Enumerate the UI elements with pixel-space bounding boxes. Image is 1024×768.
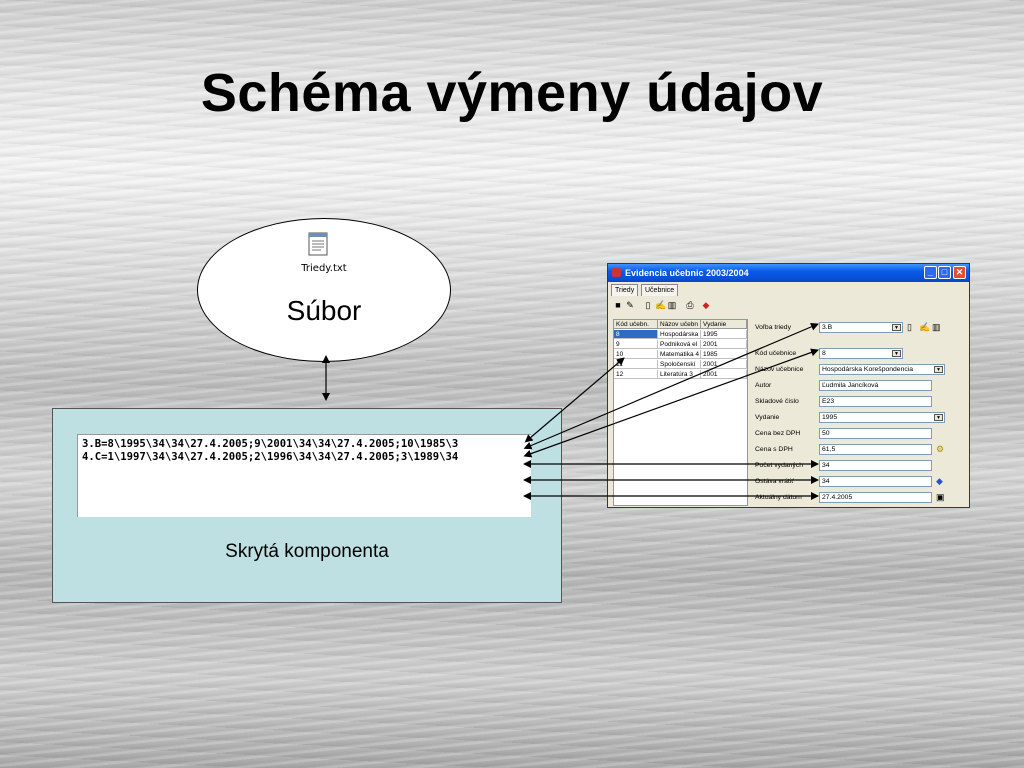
- price-without-vat-field[interactable]: 50: [819, 428, 932, 439]
- tab-ucebnice[interactable]: Učebnice: [641, 284, 679, 296]
- class-select-value: 3.B: [822, 324, 833, 331]
- grid-cell: 2001: [701, 360, 747, 369]
- title-select-value: Hospodárska Korešpondencia: [822, 366, 914, 373]
- file-name: Triedy.txt: [301, 263, 347, 274]
- label-volba-triedy: Voľba triedy: [755, 324, 791, 331]
- save-icon[interactable]: ▣: [936, 492, 945, 502]
- table-row[interactable]: 8 Hospodárska 1995: [614, 330, 747, 340]
- grid-cell: 1995: [701, 330, 747, 339]
- hidden-component-label: Skrytá komponenta: [225, 541, 389, 562]
- calculator-icon[interactable]: ⚙: [936, 444, 945, 454]
- label-aktualny-datum: Aktuálny dátum: [755, 494, 802, 501]
- app-icon: [612, 268, 621, 277]
- stock-number-field[interactable]: E23: [819, 396, 932, 407]
- close-button[interactable]: ✕: [953, 266, 966, 279]
- issued-count-field[interactable]: 34: [819, 460, 932, 471]
- title-select[interactable]: Hospodárska Korešpondencia ▼: [819, 364, 945, 375]
- new-icon[interactable]: ▯: [907, 322, 912, 332]
- grid-cell: 11: [614, 360, 658, 369]
- grid-column-header[interactable]: Názov učebn: [658, 320, 701, 329]
- open-icon[interactable]: ✎: [626, 300, 634, 310]
- label-kod-ucebnice: Kód učebnice: [755, 350, 797, 357]
- grid-cell: 1985: [701, 350, 747, 359]
- tag-icon[interactable]: ◆: [936, 476, 943, 486]
- text-file-icon: [308, 232, 328, 256]
- window-title: Evidencia učebnic 2003/2004: [625, 268, 749, 278]
- chevron-down-icon[interactable]: ▼: [892, 350, 901, 357]
- remaining-field[interactable]: 34: [819, 476, 932, 487]
- maximize-button[interactable]: □: [938, 266, 951, 279]
- grid-cell: 9: [614, 340, 658, 349]
- grid-cell: 12: [614, 370, 658, 379]
- table-row[interactable]: 9 Podniková el 2001: [614, 340, 747, 350]
- file-node: Triedy.txt Súbor: [197, 218, 451, 362]
- delete-icon[interactable]: ▥: [932, 322, 941, 332]
- chevron-down-icon[interactable]: ▼: [934, 414, 943, 421]
- grid-cell: Podniková el: [658, 340, 701, 349]
- new-icon[interactable]: ▯: [645, 300, 651, 310]
- label-pocet-vydanych: Počet vydaných: [755, 462, 803, 469]
- table-row[interactable]: 10 Matematika 4 1985: [614, 350, 747, 360]
- chevron-down-icon[interactable]: ▼: [934, 366, 943, 373]
- grid-column-header[interactable]: Kód učebn.: [614, 320, 658, 329]
- data-line: 3.B=8\1995\34\34\27.4.2005;9\2001\34\34\…: [82, 438, 459, 450]
- data-text-box: 3.B=8\1995\34\34\27.4.2005;9\2001\34\34\…: [77, 434, 531, 517]
- label-ostava-vratit: Ostáva vrátiť: [755, 478, 794, 485]
- edition-select-value: 1995: [822, 414, 838, 421]
- slide-title: Schéma výmeny údajov: [200, 63, 824, 123]
- grid-cell: 8: [614, 330, 658, 339]
- label-cena-bez-dph: Cena bez DPH: [755, 430, 801, 437]
- table-row[interactable]: 12 Literatúra 3 2001: [614, 370, 747, 380]
- code-select-value: 8: [822, 350, 826, 357]
- class-select[interactable]: 3.B ▼: [819, 322, 903, 333]
- grid-cell: Literatúra 3: [658, 370, 701, 379]
- grid-cell: Spoločenskí: [658, 360, 701, 369]
- hidden-component: 3.B=8\1995\34\34\27.4.2005;9\2001\34\34\…: [52, 408, 562, 603]
- code-select[interactable]: 8 ▼: [819, 348, 903, 359]
- edition-select[interactable]: 1995 ▼: [819, 412, 945, 423]
- label-cena-s-dph: Cena s DPH: [755, 446, 793, 453]
- author-field[interactable]: Ľudmila Jancíková: [819, 380, 932, 391]
- current-date-field[interactable]: 27.4.2005: [819, 492, 932, 503]
- app-window: Evidencia učebnic 2003/2004 _ □ ✕ Triedy…: [607, 263, 970, 508]
- minimize-button[interactable]: _: [924, 266, 937, 279]
- grid-cell: 2001: [701, 340, 747, 349]
- label-autor: Autor: [755, 382, 772, 389]
- tag-icon[interactable]: ◆: [702, 300, 710, 310]
- save-icon[interactable]: ■: [615, 300, 621, 310]
- label-nazov-ucebnice: Názov učebnice: [755, 366, 804, 373]
- data-line: 4.C=1\1997\34\34\27.4.2005;2\1996\34\34\…: [82, 451, 459, 463]
- print-icon[interactable]: ⎙: [686, 300, 694, 310]
- edit-icon[interactable]: ✍: [655, 300, 667, 310]
- file-node-label: Súbor: [286, 295, 362, 326]
- label-vydanie: Vydanie: [755, 414, 780, 421]
- textbook-grid[interactable]: Kód učebn. Názov učebn Vydanie 8 Hospodá…: [613, 319, 748, 506]
- grid-cell: 2001: [701, 370, 747, 379]
- edit-icon[interactable]: ✍: [919, 322, 931, 332]
- window-titlebar: Evidencia učebnic 2003/2004 _ □ ✕: [608, 264, 969, 282]
- chevron-down-icon[interactable]: ▼: [892, 324, 901, 331]
- delete-icon[interactable]: ▥: [667, 300, 677, 310]
- grid-cell: 10: [614, 350, 658, 359]
- price-with-vat-field[interactable]: 61,5: [819, 444, 932, 455]
- label-skladove-cislo: Skladové číslo: [755, 398, 799, 405]
- grid-cell: Hospodárska: [658, 330, 701, 339]
- grid-cell: Matematika 4: [658, 350, 701, 359]
- grid-header: Kód učebn. Názov učebn Vydanie: [614, 320, 747, 330]
- tab-triedy[interactable]: Triedy: [611, 284, 639, 296]
- grid-column-header[interactable]: Vydanie: [701, 320, 747, 329]
- table-row[interactable]: 11 Spoločenskí 2001: [614, 360, 747, 370]
